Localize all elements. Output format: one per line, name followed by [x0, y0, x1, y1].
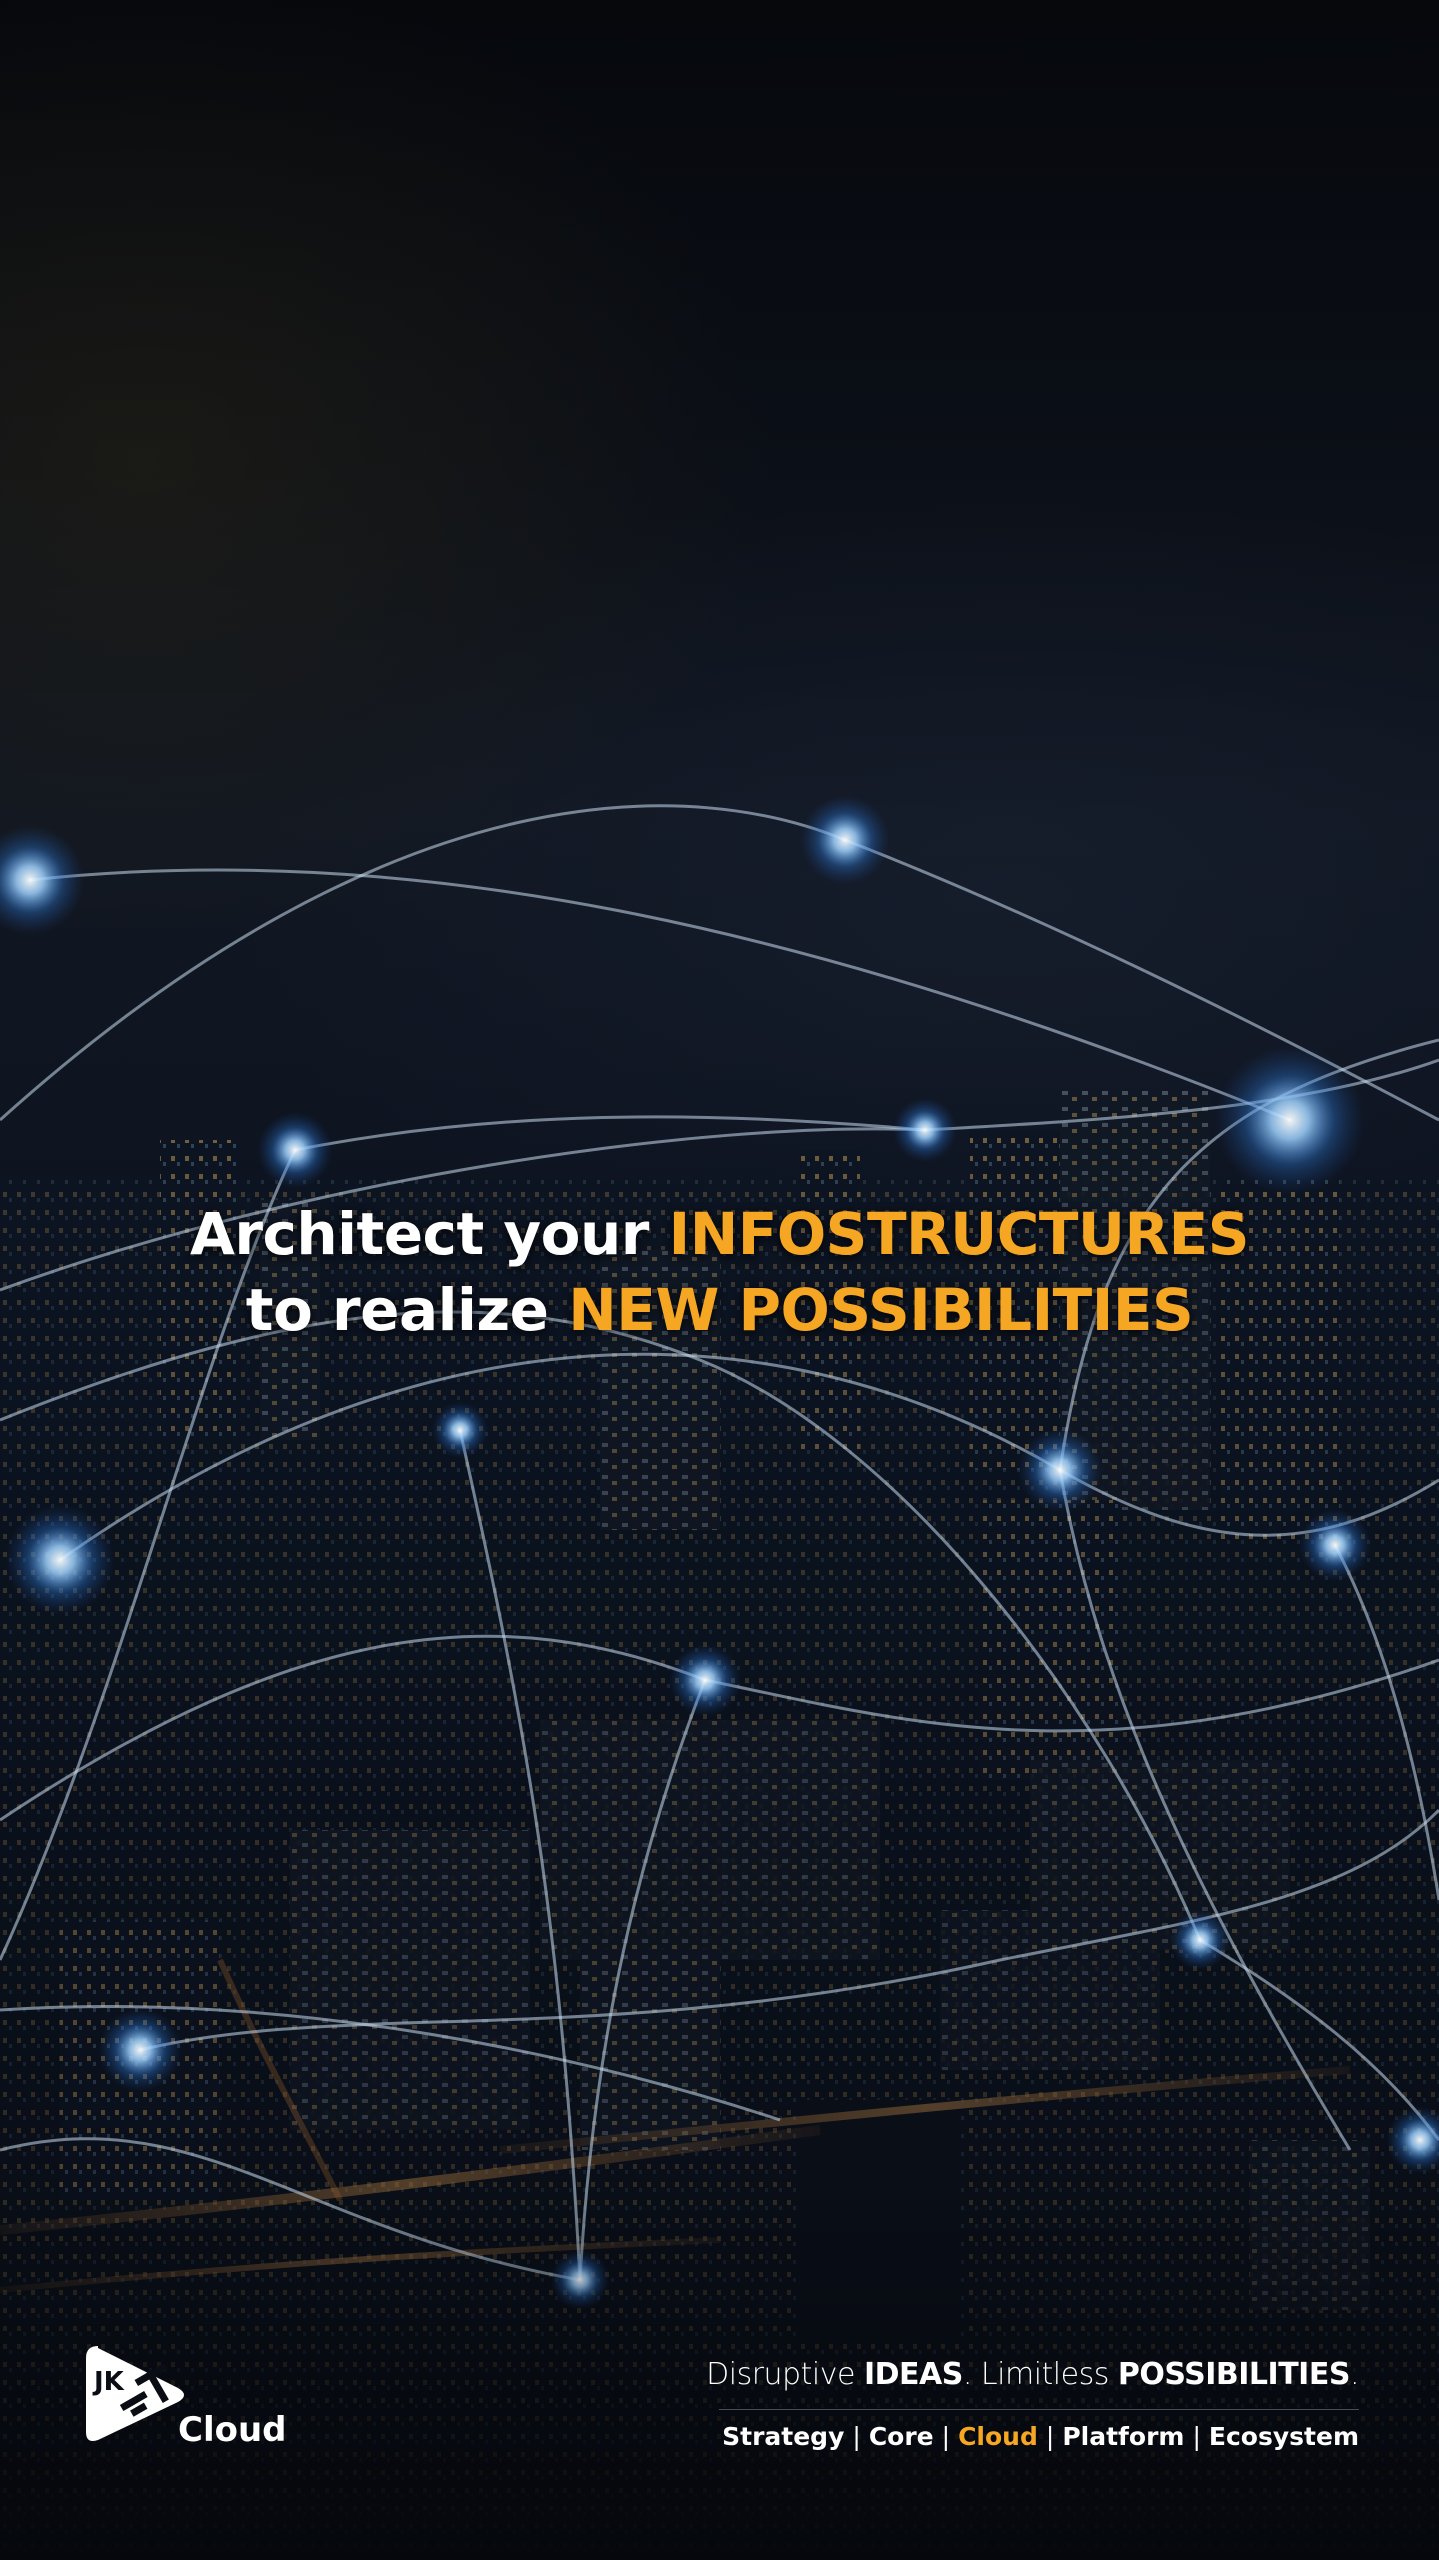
tagline-period: .	[1349, 2357, 1360, 2392]
network-nodes	[0, 795, 1439, 2310]
offering-separator: |	[941, 2422, 951, 2451]
headline-line-1: Architect your INFOSTRUCTURES	[0, 1196, 1439, 1272]
offering-separator: |	[1192, 2422, 1201, 2451]
tagline-divider	[719, 2409, 1359, 2410]
offering-cloud: Cloud	[958, 2422, 1038, 2451]
headline-line-1-text: Architect your	[189, 1200, 649, 1268]
offering-platform: Platform	[1062, 2422, 1185, 2451]
svg-text:JK: JK	[92, 2367, 125, 2397]
brand-logo: JK Cloud	[82, 2340, 322, 2460]
tagline-ideas: IDEAS	[863, 2357, 963, 2392]
offering-strategy: Strategy	[722, 2422, 845, 2451]
offering-separator: |	[852, 2422, 861, 2451]
tagline-limitless: . Limitless	[962, 2357, 1110, 2392]
offering-core: Core	[868, 2422, 934, 2451]
jkt-play-badge-icon: JK	[86, 2346, 184, 2441]
offerings-list: Strategy|Core|Cloud|Platform|Ecosystem	[639, 2422, 1359, 2451]
headline-accent-new-possibilities: NEW POSSIBILITIES	[568, 1276, 1194, 1344]
tagline-possibilities: POSSIBILITIES	[1117, 2357, 1351, 2392]
tagline-disruptive: Disruptive	[706, 2357, 855, 2392]
headline-line-2: to realize NEW POSSIBILITIES	[0, 1272, 1439, 1348]
tagline: Disruptive IDEAS. Limitless POSSIBILITIE…	[659, 2357, 1359, 2392]
headline-line-2-text: to realize	[245, 1276, 549, 1344]
headline: Architect your INFOSTRUCTURES to realize…	[0, 1196, 1439, 1348]
brand-name: Cloud	[178, 2410, 287, 2450]
headline-accent-infostructures: INFOSTRUCTURES	[668, 1200, 1250, 1268]
offering-separator: |	[1045, 2422, 1055, 2451]
offering-ecosystem: Ecosystem	[1208, 2422, 1359, 2451]
